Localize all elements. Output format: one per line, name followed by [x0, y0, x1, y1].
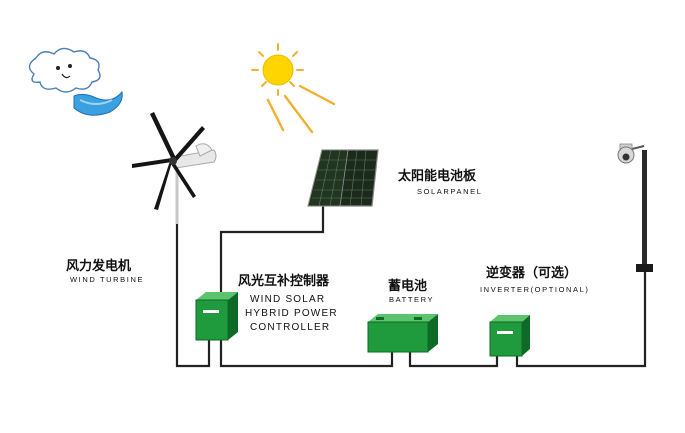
inverter-box-icon: [489, 315, 530, 357]
controller-label-cn: 风光互补控制器: [238, 273, 330, 289]
street-camera-icon: [617, 143, 653, 272]
wind-cloud-icon: [28, 47, 123, 116]
controller-label-en-2: HYBRID POWER: [245, 308, 338, 319]
wire-battery-to-inverter: [408, 352, 499, 368]
battery-label-en: BATTERY: [389, 295, 434, 304]
solar-panel-label-en: SOLARPANEL: [417, 187, 482, 196]
inverter-label-en: INVERTER(OPTIONAL): [480, 285, 590, 294]
battery-label-cn: 蓄电池: [388, 278, 427, 294]
battery-icon: [367, 314, 438, 353]
wind-turbine-icon: [132, 112, 217, 224]
wire-controller-to-battery: [219, 340, 394, 368]
controller-label-en-3: CONTROLLER: [250, 322, 330, 333]
wire-inverter-to-lamp: [515, 272, 647, 368]
sun-icon: [251, 43, 336, 134]
wind-turbine-label-cn: 风力发电机: [66, 258, 131, 274]
wire-panel-to-controller: [219, 206, 325, 298]
inverter-label-cn: 逆变器（可选）: [486, 265, 577, 281]
wiring: [175, 206, 647, 368]
wind-turbine-label-en: WIND TURBINE: [70, 275, 144, 284]
controller-box-icon: [195, 292, 238, 341]
solar-panel-icon: [307, 149, 379, 207]
wire-turbine-to-controller: [175, 222, 211, 368]
controller-label-en-1: WIND SOLAR: [250, 294, 325, 305]
solar-panel-label-cn: 太阳能电池板: [397, 168, 477, 184]
